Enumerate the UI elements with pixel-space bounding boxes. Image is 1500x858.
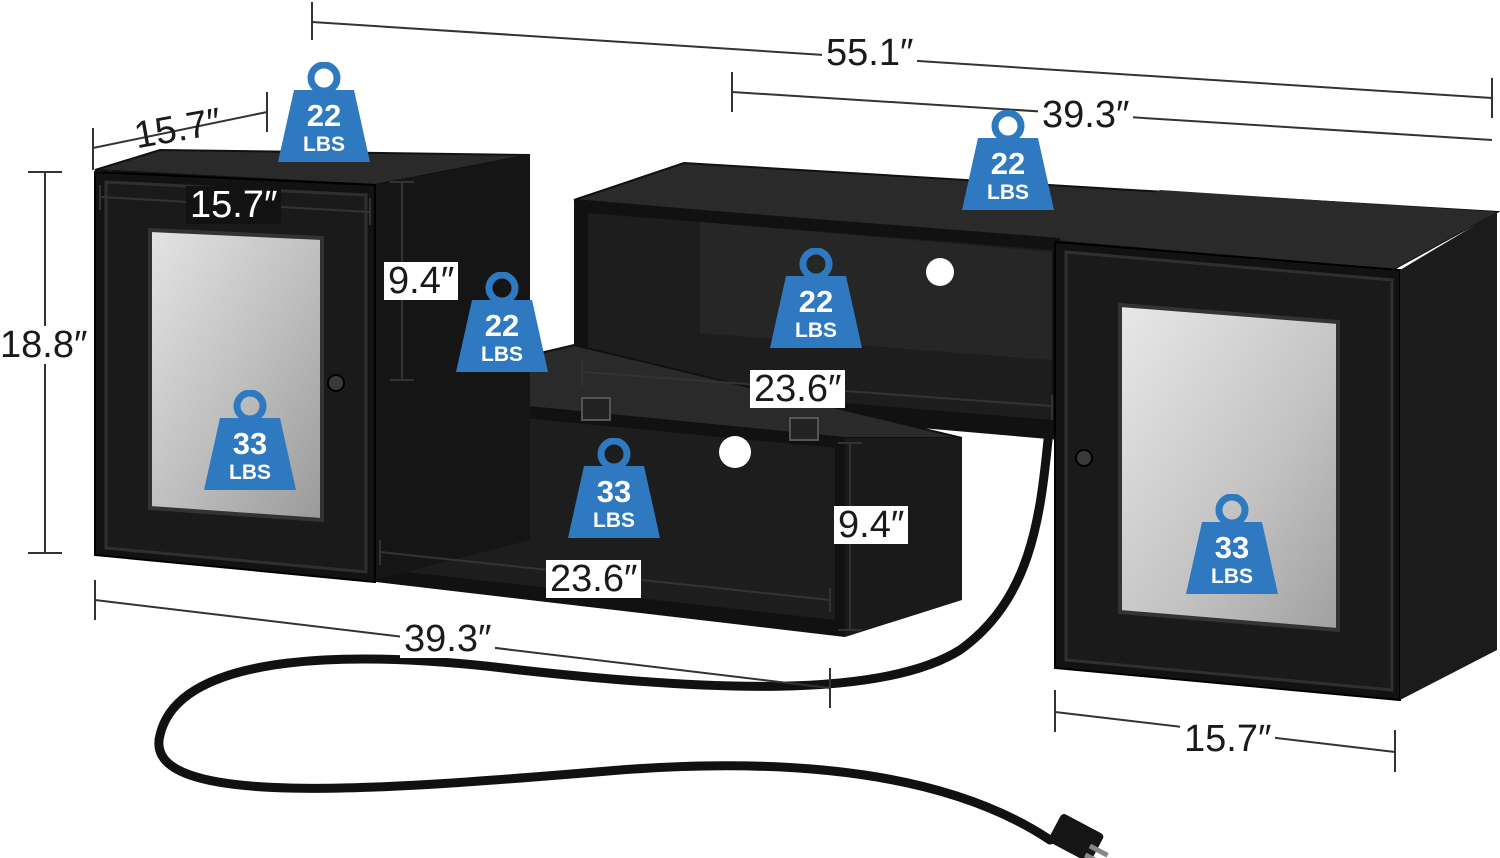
weight-icon [204, 390, 296, 490]
weight-badge-top-unit: 22 LBS [960, 110, 1056, 210]
right-cabinet-glass [1118, 302, 1340, 633]
weight-icon [770, 248, 862, 348]
weight-value: 22 [990, 146, 1026, 181]
dim-lower-shelf-width: 23.6″ [546, 560, 642, 598]
right-cabinet-knob [1075, 449, 1093, 467]
dim-height: 18.8″ [0, 324, 88, 366]
dim-bottom-unit-width: 39.3″ [400, 620, 496, 658]
dim-top-unit-width: 39.3″ [1038, 96, 1134, 134]
weight-unit: LBS [795, 319, 837, 342]
weight-value: 22 [306, 98, 342, 133]
left-cabinet-side [375, 155, 530, 580]
weight-value: 33 [1214, 530, 1250, 565]
dim-right-cabinet-width: 15.7″ [1180, 720, 1276, 758]
connector-bracket [789, 417, 819, 441]
weight-unit: LBS [303, 133, 345, 156]
weight-value: 22 [798, 284, 834, 319]
weight-value: 22 [484, 308, 520, 343]
weight-icon [568, 438, 660, 538]
dim-upper-gap-height: 9.4″ [384, 262, 459, 300]
plug-icon [1048, 814, 1109, 858]
weight-badge-lower-shelf: 33 LBS [566, 438, 662, 538]
weight-badge-left-top: 22 LBS [276, 62, 372, 162]
power-cord [154, 435, 1055, 845]
right-cabinet-top [1060, 190, 1497, 270]
right-cabinet-side [1400, 212, 1497, 700]
weight-value: 33 [232, 426, 268, 461]
weight-badge-upper-shelf: 22 LBS [768, 248, 864, 348]
left-cabinet-knob [327, 374, 345, 392]
weight-value: 33 [596, 474, 632, 509]
weight-icon [456, 272, 548, 372]
dim-upper-shelf-width: 23.6″ [750, 370, 846, 408]
weight-unit: LBS [987, 181, 1029, 204]
weight-badge-left-cabinet: 33 LBS [202, 390, 298, 490]
weight-icon [278, 62, 370, 162]
dim-lower-shelf-height: 9.4″ [834, 506, 909, 544]
weight-unit: LBS [1211, 565, 1253, 588]
weight-badge-right-cabinet: 33 LBS [1184, 494, 1280, 594]
cable-hole [926, 258, 954, 286]
connector-bracket [581, 397, 611, 421]
weight-icon [962, 110, 1054, 210]
weight-icon [1186, 494, 1278, 594]
weight-unit: LBS [593, 509, 635, 532]
weight-unit: LBS [229, 461, 271, 484]
dim-total-width: 55.1″ [822, 34, 918, 72]
cable-hole [719, 436, 751, 468]
dim-left-cabinet-width: 15.7″ [186, 186, 282, 224]
weight-badge-bottom-unit-top: 22 LBS [454, 272, 550, 372]
weight-unit: LBS [481, 343, 523, 366]
